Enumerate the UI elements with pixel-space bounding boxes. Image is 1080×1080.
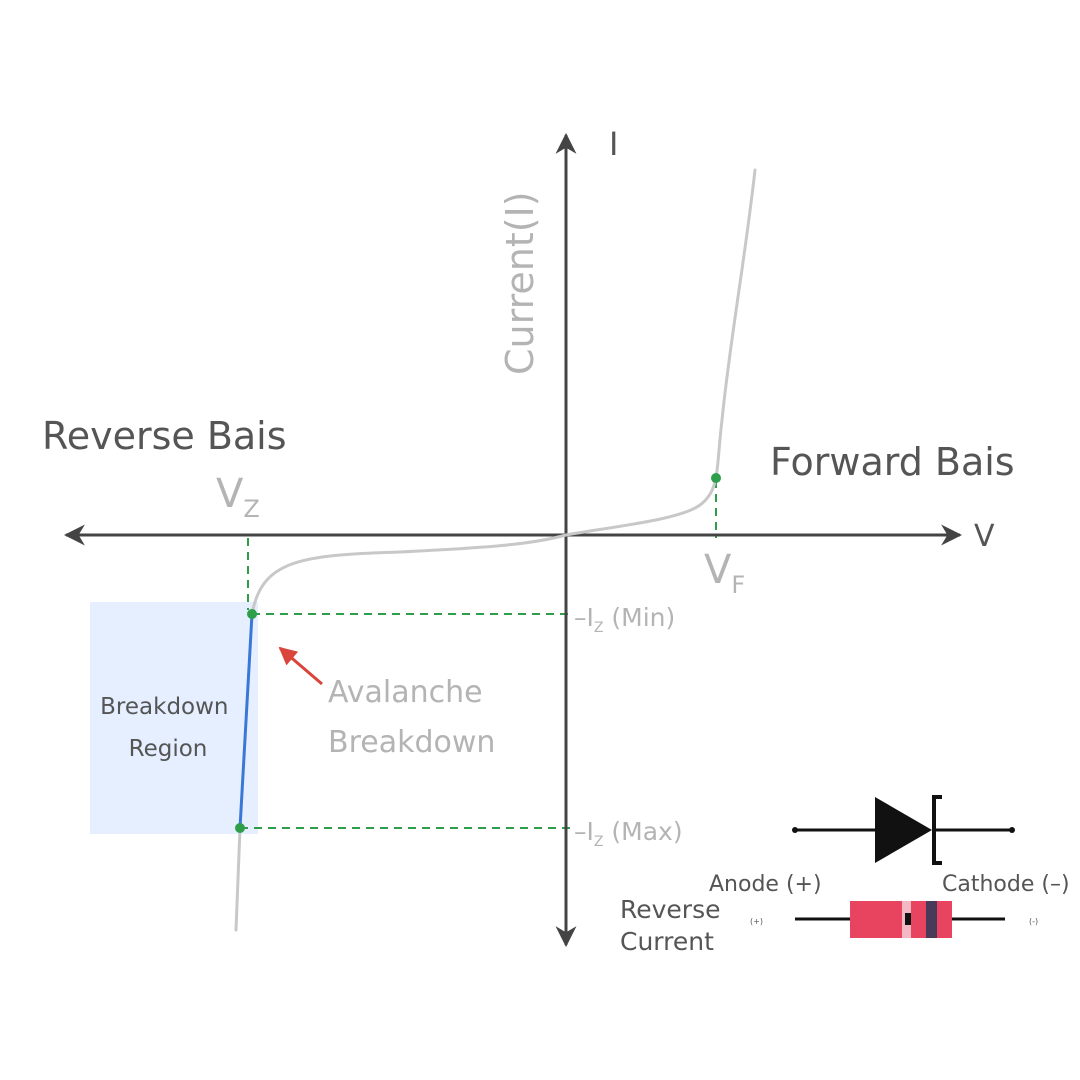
vz-label: VZ (216, 471, 260, 523)
reverse-current-label: Reverse Current (620, 895, 728, 956)
iz-min-point (247, 609, 257, 619)
breakdown-region-box (90, 602, 258, 834)
symbol-terminal-right (1009, 827, 1015, 833)
iz-min-label: –IZ (Min) (574, 603, 675, 636)
zener-bar-icon (932, 795, 942, 865)
vf-point (711, 473, 721, 483)
breakdown-region-label: Breakdown Region (100, 694, 236, 762)
current-axis-title: Current(I) (498, 191, 542, 375)
voltage-axis-letter: V (974, 519, 995, 554)
zener-diode-symbol (792, 795, 1015, 865)
symbol-terminal-left (792, 827, 798, 833)
diode-triangle-icon (875, 797, 932, 863)
zener-diode-component (795, 901, 1005, 938)
avalanche-breakdown-label: Avalanche Breakdown (328, 675, 495, 760)
component-plus-mark: (+) (750, 917, 763, 926)
component-dark-band (926, 901, 937, 938)
guide-lines (240, 480, 717, 829)
cathode-label: Cathode (–) (942, 872, 1070, 897)
anode-label: Anode (+) (709, 872, 822, 897)
forward-bias-label: Forward Bais (770, 440, 1015, 484)
iz-max-point (235, 823, 245, 833)
iz-max-label: –IZ (Max) (574, 817, 683, 850)
breakdown-line (238, 613, 254, 829)
avalanche-arrow (278, 646, 323, 686)
reverse-bias-label: Reverse Bais (42, 414, 287, 458)
component-minus-mark: (-) (1029, 917, 1038, 926)
iv-curve (234, 168, 757, 932)
vf-label: VF (704, 547, 745, 599)
component-core (905, 913, 911, 925)
current-axis-letter: I (609, 125, 618, 163)
